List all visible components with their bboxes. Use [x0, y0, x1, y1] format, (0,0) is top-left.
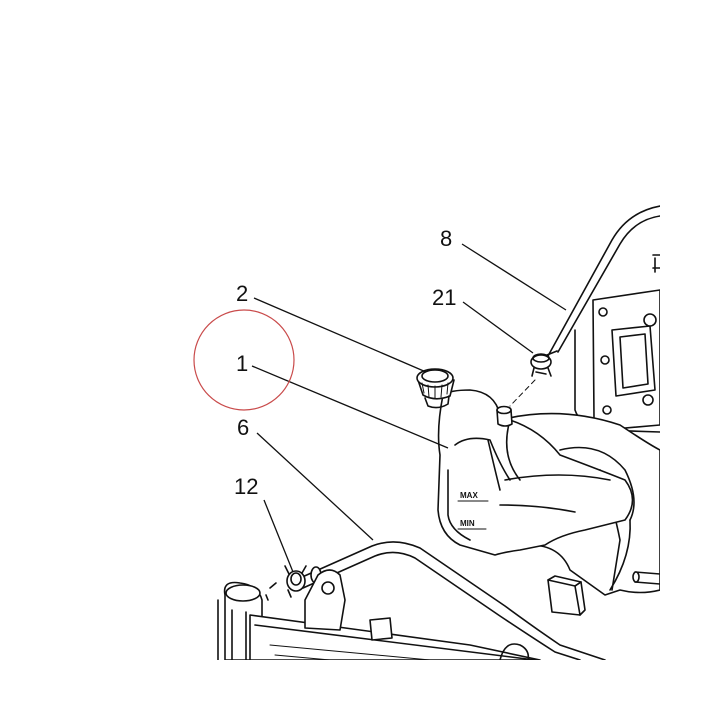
radiator-frame	[217, 569, 541, 660]
callout-2: 2	[236, 281, 248, 306]
callout-8: 8	[440, 226, 452, 251]
callout-1: 1	[236, 351, 248, 376]
engine-block-outline	[574, 254, 660, 461]
leader-6	[256, 432, 374, 541]
leader-8	[461, 243, 567, 311]
hose-8	[546, 205, 660, 357]
callout-6: 6	[237, 415, 249, 440]
leader-21	[462, 301, 534, 354]
leader-2	[253, 297, 427, 373]
tank-max-mark: MAX	[460, 491, 478, 500]
callout-labels: 8 21 2 1 6 12	[234, 226, 456, 499]
expansion-tank-1: MAX MIN	[437, 389, 660, 616]
highlight-circle	[193, 309, 295, 411]
leader-12	[263, 499, 294, 573]
clamp-21	[530, 353, 552, 377]
leader-1	[251, 365, 449, 449]
clamp-12	[284, 565, 307, 598]
tank-min-mark: MIN	[460, 519, 475, 528]
callout-12: 12	[234, 474, 258, 499]
callout-21: 21	[432, 285, 456, 310]
filler-cap-2	[416, 368, 455, 409]
leader-lines	[251, 243, 567, 573]
assembly-axis-line	[509, 379, 536, 407]
